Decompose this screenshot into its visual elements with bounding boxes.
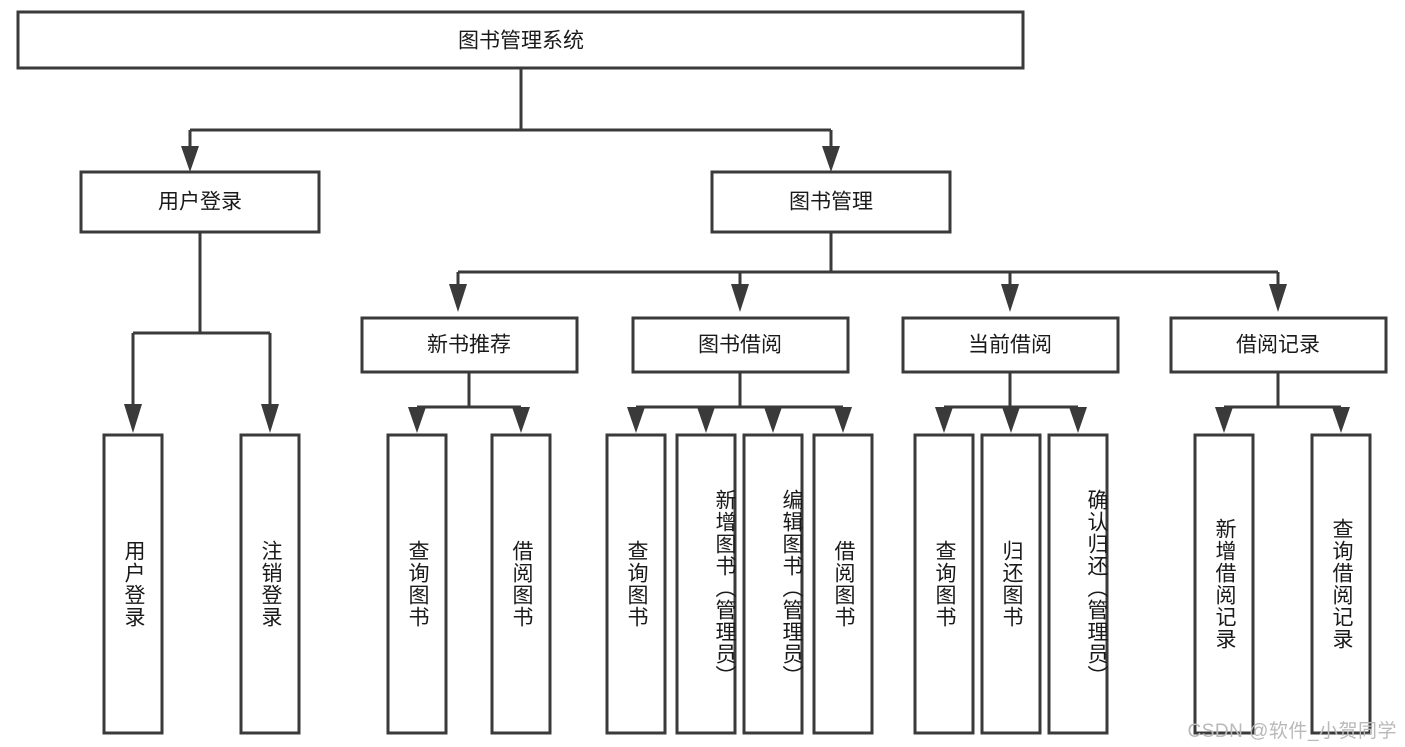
arrow-head-icon — [449, 284, 467, 312]
node-current-borrow[interactable]: 当前借阅 — [901, 316, 1120, 374]
node-book-manage-label: 图书管理 — [789, 191, 873, 214]
leaf-query-record-box[interactable] — [1310, 433, 1372, 735]
leaf-borrow-book-2-box[interactable] — [812, 433, 874, 735]
node-user-login-label: 用户登录 — [158, 191, 242, 214]
arrow-head-icon — [834, 407, 852, 433]
node-book-manage[interactable]: 图书管理 — [710, 170, 952, 234]
leaf-return-book-box[interactable] — [980, 433, 1042, 735]
node-book-manage-box[interactable] — [710, 170, 952, 234]
arrow-head-icon — [124, 404, 142, 433]
leaf-query-book-1-box[interactable] — [386, 433, 448, 735]
node-book-borrow-box[interactable] — [631, 316, 850, 374]
node-new-book-recommend-box[interactable] — [360, 316, 579, 374]
arrow-head-icon — [1001, 284, 1019, 312]
leaf-add-book-box[interactable] — [675, 433, 737, 735]
leaf-boxes — [102, 433, 1372, 735]
node-user-login-box[interactable] — [79, 170, 321, 234]
arrow-head-icon — [822, 146, 840, 172]
node-book-borrow[interactable]: 图书借阅 — [631, 316, 850, 374]
leaf-add-record-box[interactable] — [1193, 433, 1255, 735]
leaf-user-logout-box[interactable] — [239, 433, 301, 735]
node-root-box[interactable] — [16, 10, 1025, 70]
leaf-query-book-3-box[interactable] — [913, 433, 975, 735]
arrow-head-icon — [1215, 407, 1233, 433]
node-root[interactable]: 图书管理系统 — [16, 10, 1025, 70]
arrow-head-icon — [1002, 407, 1020, 433]
connector-bookmanage-to-level3 — [449, 232, 1287, 312]
node-new-book-recommend[interactable]: 新书推荐 — [360, 316, 579, 374]
arrow-head-icon — [1332, 407, 1350, 433]
arrow-head-icon — [764, 407, 782, 433]
node-borrow-record[interactable]: 借阅记录 — [1169, 316, 1388, 374]
arrow-head-icon — [697, 407, 715, 433]
node-root-label: 图书管理系统 — [458, 30, 584, 53]
node-borrow-record-box[interactable] — [1169, 316, 1388, 374]
node-current-borrow-label: 当前借阅 — [968, 334, 1052, 357]
connector-bookborrow-to-leaves — [627, 372, 852, 433]
node-book-borrow-label: 图书借阅 — [698, 334, 782, 357]
leaf-edit-book-box[interactable] — [742, 433, 804, 735]
node-borrow-record-label: 借阅记录 — [1236, 334, 1320, 357]
node-current-borrow-box[interactable] — [901, 316, 1120, 374]
arrow-head-icon — [935, 407, 953, 433]
leaf-query-book-2-box[interactable] — [605, 433, 667, 735]
leaf-confirm-return-box[interactable] — [1047, 433, 1109, 735]
arrow-head-icon — [181, 146, 199, 172]
node-new-book-recommend-label: 新书推荐 — [427, 334, 511, 357]
leaf-borrow-book-1-box[interactable] — [490, 433, 552, 735]
watermark-text: CSDN @软件_小贺同学 — [1187, 721, 1397, 742]
node-user-login[interactable]: 用户登录 — [79, 170, 321, 234]
arrow-head-icon — [1269, 284, 1287, 312]
connector-userlogin-to-leaves — [124, 232, 279, 433]
arrow-head-icon — [512, 407, 530, 433]
arrow-head-icon — [261, 404, 279, 433]
leaf-user-login-box[interactable] — [102, 433, 164, 735]
connector-currentborrow-to-leaves — [935, 372, 1087, 433]
connector-newbook-to-leaves — [408, 372, 530, 433]
connector-borrowrecord-to-leaves — [1215, 372, 1350, 433]
arrow-head-icon — [627, 407, 645, 433]
arrow-head-icon — [408, 407, 426, 433]
arrow-head-icon — [1069, 407, 1087, 433]
connector-root-to-level2 — [181, 68, 840, 172]
arrow-head-icon — [731, 284, 749, 312]
